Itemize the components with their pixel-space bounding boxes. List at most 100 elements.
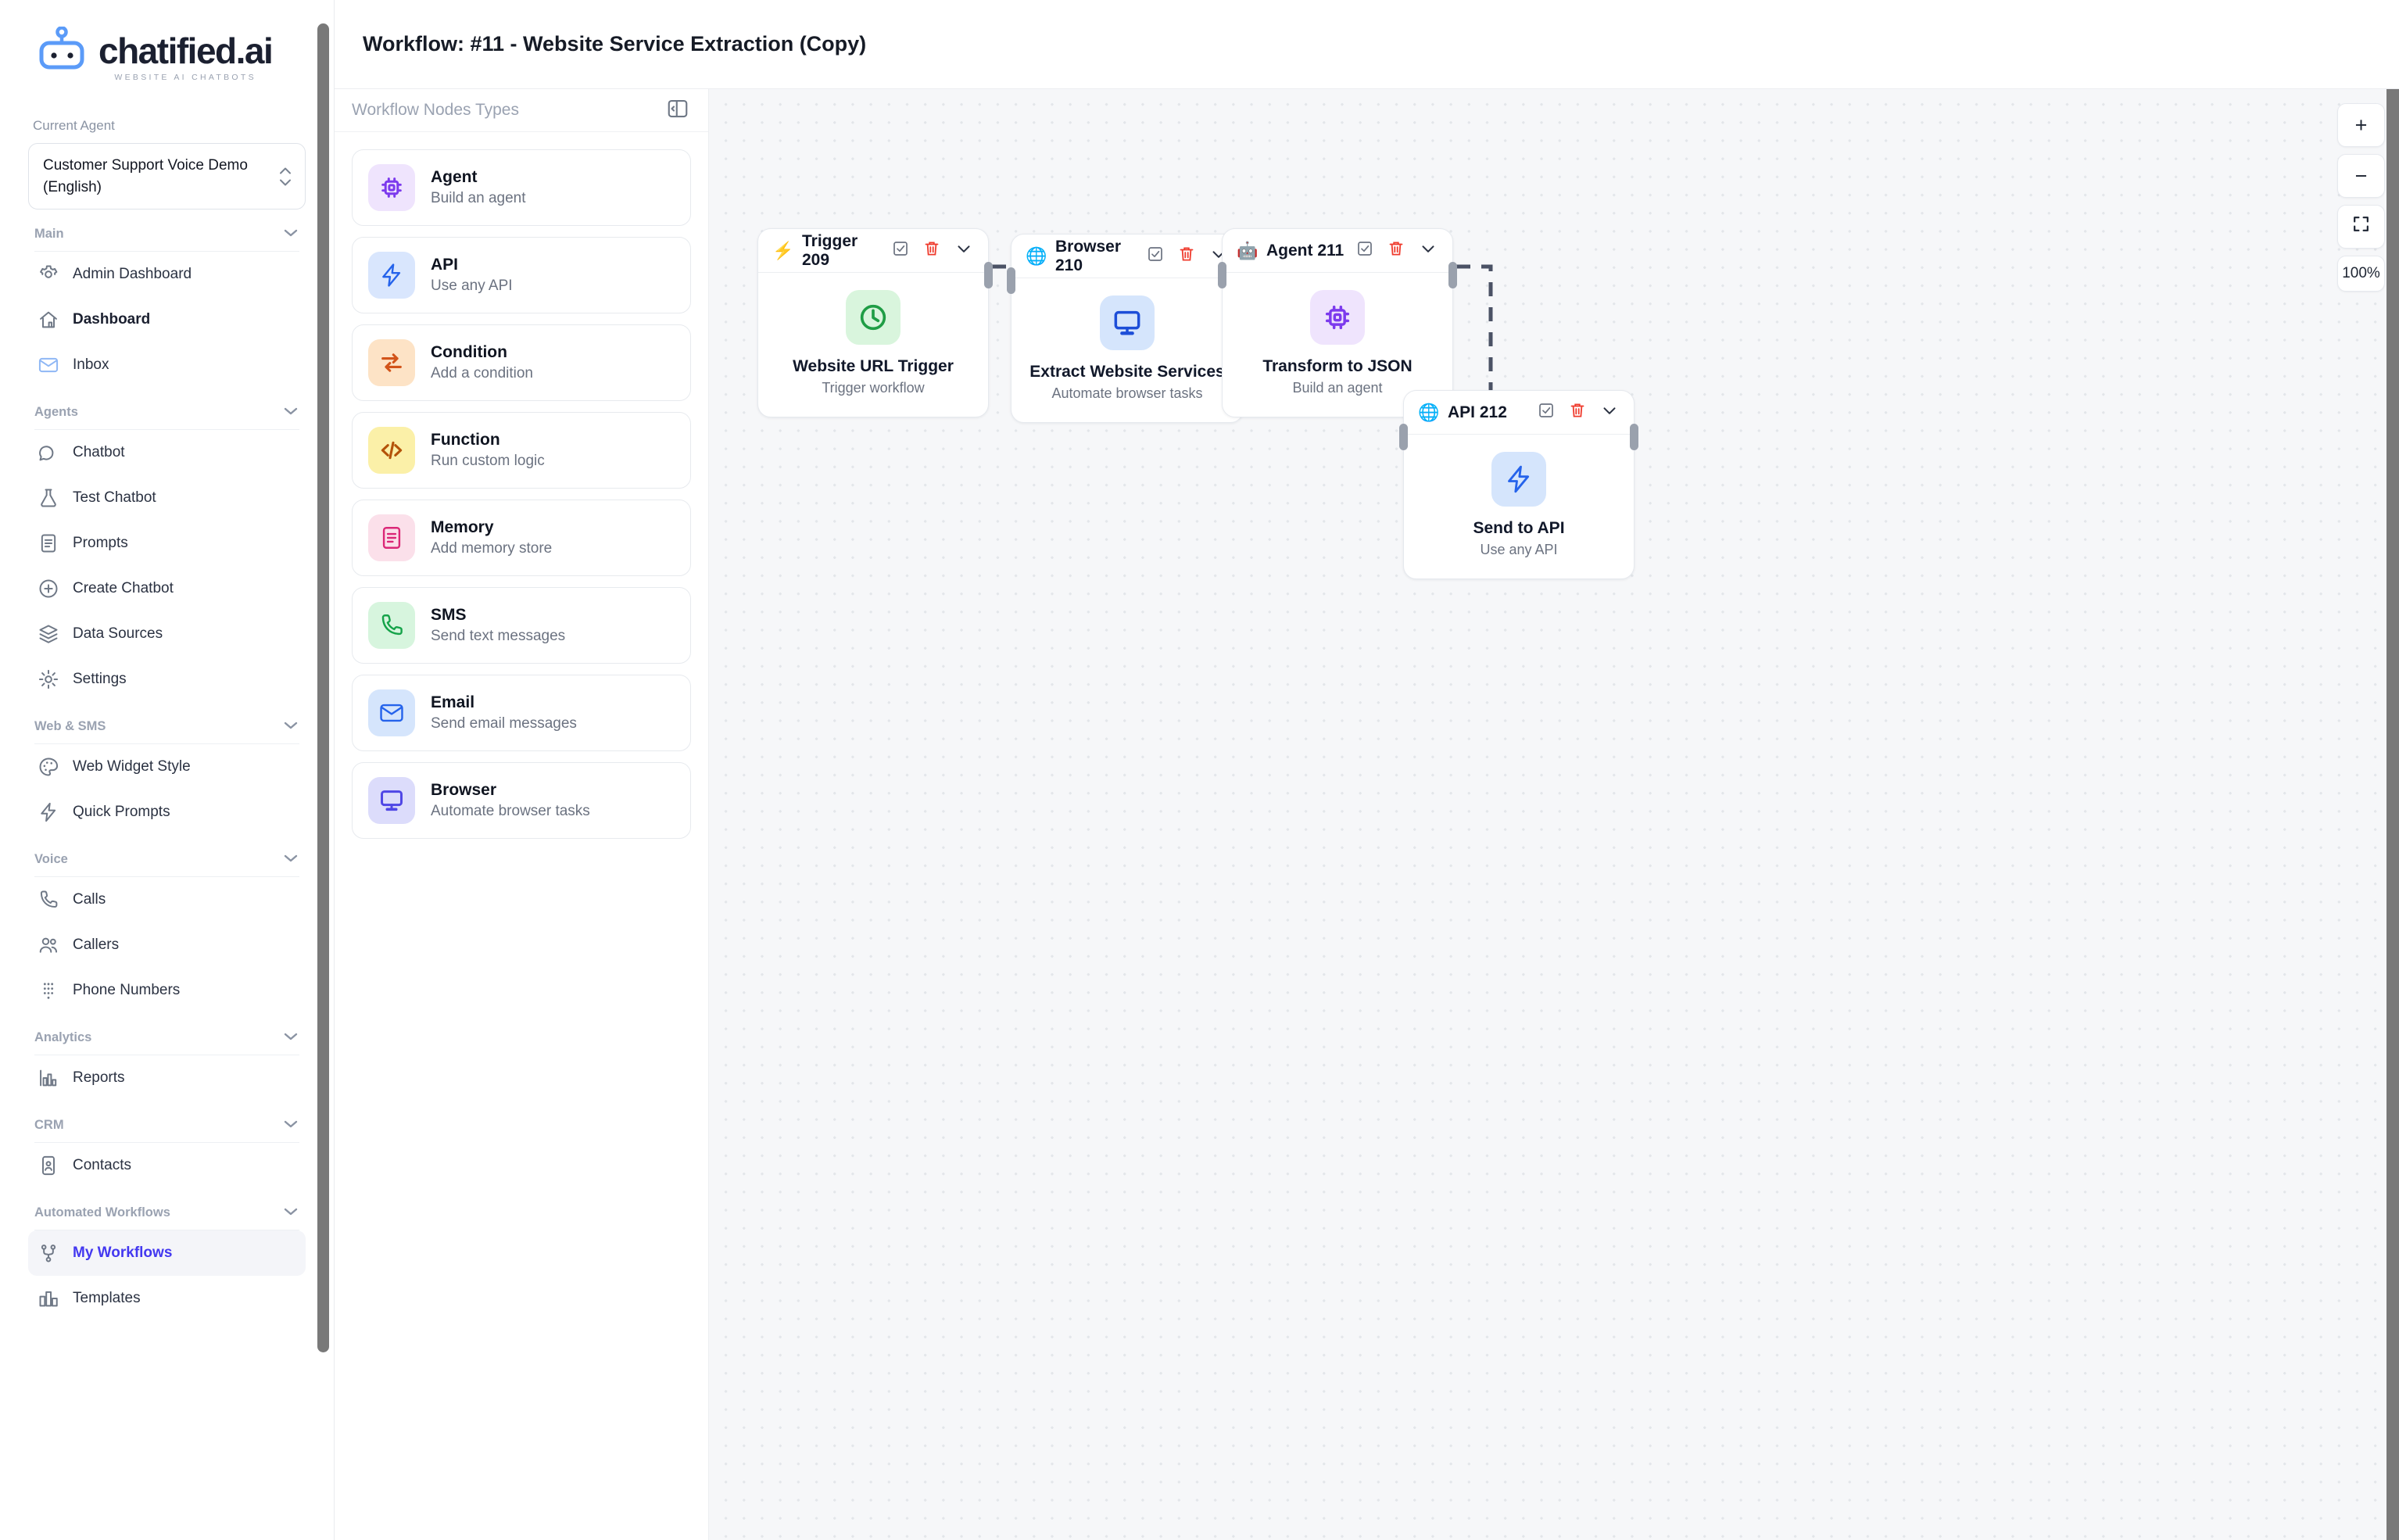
- node-header-title: Trigger 209: [802, 231, 858, 269]
- trash-icon[interactable]: [1387, 239, 1405, 262]
- checkbox-icon[interactable]: [1355, 239, 1374, 262]
- trash-icon[interactable]: [1177, 245, 1196, 267]
- zoom-level-button[interactable]: 100%: [2337, 256, 2385, 292]
- sidebar-item-calls[interactable]: Calls: [28, 877, 306, 922]
- sidebar-item-settings[interactable]: Settings: [28, 657, 306, 702]
- sidebar-divider: [34, 429, 299, 431]
- sidebar-item-label: Chatbot: [73, 444, 125, 461]
- sidebar-item-reports[interactable]: Reports: [28, 1055, 306, 1101]
- sidebar-item-my-workflows[interactable]: My Workflows: [28, 1230, 306, 1277]
- brand-logo[interactable]: chatified.ai WEBSITE AI CHATBOTS: [28, 0, 306, 96]
- swap-icon: [368, 339, 415, 386]
- chevron-down-icon[interactable]: [1418, 238, 1438, 263]
- sidebar-item-prompts[interactable]: Prompts: [28, 521, 306, 566]
- node-actions: [1537, 400, 1620, 424]
- sidebar-item-label: Quick Prompts: [73, 804, 170, 821]
- checkbox-icon[interactable]: [1537, 401, 1556, 424]
- zoom-out-button[interactable]: −: [2337, 154, 2385, 198]
- checkbox-icon[interactable]: [891, 239, 910, 262]
- node-output-handle[interactable]: [1630, 424, 1638, 450]
- palette-header: Workflow Nodes Types: [335, 89, 708, 132]
- chevron-down-icon[interactable]: [954, 238, 974, 263]
- monitor-icon: [368, 777, 415, 824]
- palette-item-sub: Build an agent: [431, 189, 526, 206]
- sidebar-item-web-widget-style[interactable]: Web Widget Style: [28, 744, 306, 790]
- palette-item-sub: Send email messages: [431, 714, 577, 732]
- sidebar-group-header-automated-workflows[interactable]: Automated Workflows: [28, 1188, 306, 1230]
- sidebar-group-header-web-sms[interactable]: Web & SMS: [28, 702, 306, 743]
- node-input-handle[interactable]: [1218, 262, 1226, 288]
- node-output-handle[interactable]: [1448, 262, 1457, 288]
- checkbox-icon[interactable]: [1146, 245, 1165, 267]
- fit-view-icon: [2351, 214, 2371, 239]
- node-input-handle[interactable]: [1007, 267, 1015, 294]
- trash-icon[interactable]: [922, 239, 941, 262]
- node-actions: [1355, 238, 1438, 263]
- sidebar-scrollbar[interactable]: [317, 23, 329, 1352]
- current-agent-select[interactable]: Customer Support Voice Demo (English): [28, 143, 306, 210]
- sidebar-item-templates[interactable]: Templates: [28, 1276, 306, 1321]
- sidebar-item-contacts[interactable]: Contacts: [28, 1143, 306, 1188]
- canvas-scrollbar[interactable]: [2386, 89, 2399, 1540]
- sidebar-item-inbox[interactable]: Inbox: [28, 342, 306, 388]
- sidebar-group-header-analytics[interactable]: Analytics: [28, 1013, 306, 1055]
- node-output-handle[interactable]: [984, 262, 993, 288]
- sidebar-item-callers[interactable]: Callers: [28, 922, 306, 968]
- sidebar-group-header-voice[interactable]: Voice: [28, 835, 306, 876]
- palette-item-sub: Add a condition: [431, 364, 533, 381]
- sidebar-group-header-agents[interactable]: Agents: [28, 388, 306, 429]
- sidebar-item-test-chatbot[interactable]: Test Chatbot: [28, 475, 306, 521]
- sidebar-divider: [34, 1142, 299, 1144]
- robot-icon: 🤖: [1237, 240, 1259, 260]
- sidebar-group-label: Analytics: [34, 1030, 92, 1045]
- sidebar-item-phone-numbers[interactable]: Phone Numbers: [28, 968, 306, 1013]
- sidebar-item-label: Admin Dashboard: [73, 266, 192, 283]
- topbar: Workflow: #11 - Website Service Extracti…: [335, 0, 2399, 89]
- trash-icon[interactable]: [1568, 401, 1587, 424]
- sidebar-divider: [34, 251, 299, 252]
- node-sub: Build an agent: [1292, 380, 1383, 396]
- sidebar-item-dashboard[interactable]: Dashboard: [28, 297, 306, 342]
- sidebar-group-header-crm[interactable]: CRM: [28, 1101, 306, 1142]
- sidebar-item-label: Phone Numbers: [73, 982, 181, 999]
- fit-view-button[interactable]: [2337, 205, 2385, 249]
- sidebar-item-chatbot[interactable]: Chatbot: [28, 430, 306, 475]
- sidebar-item-create-chatbot[interactable]: Create Chatbot: [28, 566, 306, 611]
- sidebar-item-label: Contacts: [73, 1157, 131, 1174]
- sidebar-item-label: Inbox: [73, 356, 109, 374]
- zoom-in-button[interactable]: +: [2337, 103, 2385, 147]
- chevron-down-icon[interactable]: [1599, 400, 1620, 424]
- node-input-handle[interactable]: [1399, 424, 1408, 450]
- palette-item-title: SMS: [431, 605, 467, 624]
- node-header: 🌐Browser 210: [1012, 235, 1243, 278]
- sidebar-item-admin-dashboard[interactable]: Admin Dashboard: [28, 252, 306, 297]
- sidebar-group-label: Main: [34, 227, 64, 242]
- sidebar-item-label: Create Chatbot: [73, 580, 174, 597]
- panel-collapse-icon[interactable]: [666, 97, 689, 124]
- node-header: 🤖Agent 211: [1223, 229, 1452, 273]
- sidebar-item-data-sources[interactable]: Data Sources: [28, 611, 306, 657]
- sidebar-group-header-main[interactable]: Main: [28, 210, 306, 251]
- palette-item-title: Condition: [431, 342, 507, 361]
- sidebar-item-quick-prompts[interactable]: Quick Prompts: [28, 790, 306, 835]
- sidebar-item-label: Settings: [73, 671, 127, 688]
- palette-item-sub: Add memory store: [431, 539, 553, 557]
- chevron-down-icon: [282, 1206, 299, 1220]
